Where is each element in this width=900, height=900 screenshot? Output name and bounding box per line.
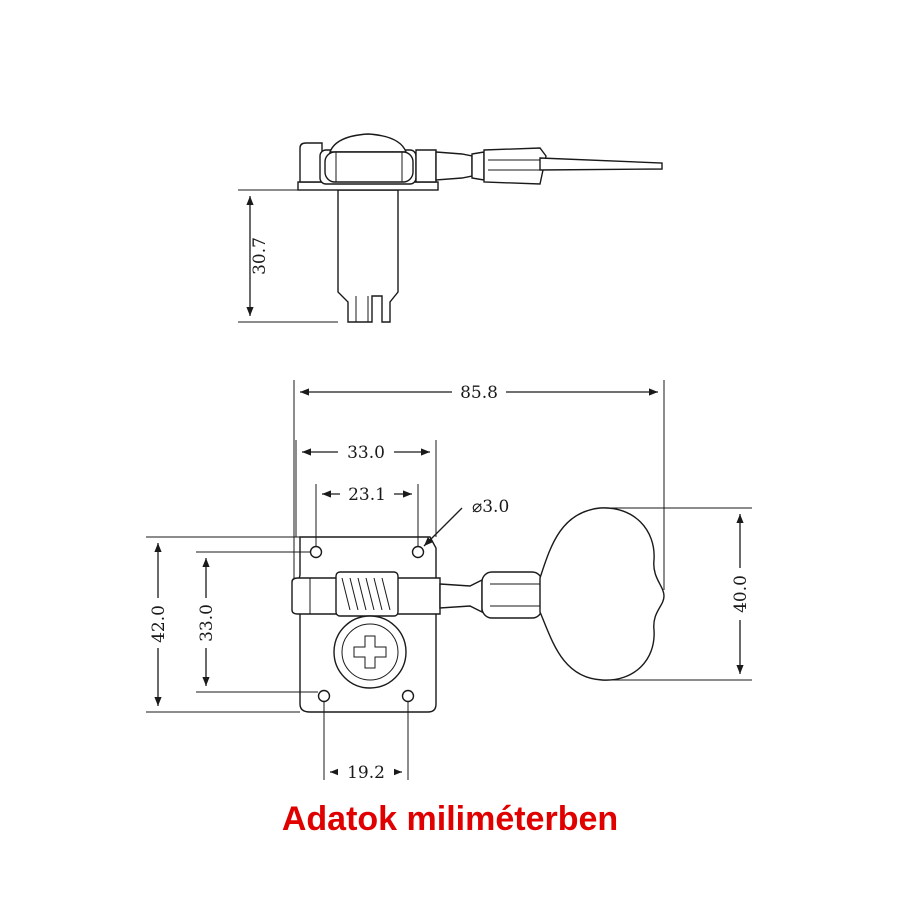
dim-hole-spacing-vertical: 33.0: [194, 551, 318, 693]
side-view-button: [483, 147, 547, 185]
dim-label-hole-spacing-vertical: 33.0: [197, 604, 217, 642]
side-view-gear: [328, 133, 408, 153]
dim-plate-length: 33.0: [295, 440, 437, 537]
dim-label-plate-height: 42.0: [149, 605, 169, 643]
dim-label-hole-diameter: ⌀3.0: [472, 497, 509, 517]
dim-label-button-height: 40.0: [731, 575, 751, 613]
side-view-cap: [299, 142, 323, 183]
dim-label-side-height: 30.7: [250, 237, 270, 275]
dim-label-overall-length: 85.8: [460, 383, 498, 403]
dim-side-height: 30.7: [238, 189, 338, 323]
mounting-hole-bottom-right: [401, 689, 415, 703]
dim-label-hole-spacing-bottom: 19.2: [347, 763, 385, 783]
dim-label-hole-spacing-top: 23.1: [348, 485, 386, 505]
button-collar: [481, 571, 543, 619]
tuning-button: [539, 507, 665, 681]
front-view: [291, 507, 665, 713]
caption-units: Adatok miliméterben: [281, 800, 619, 838]
worm-gear: [335, 571, 399, 617]
side-view: [297, 133, 663, 323]
mounting-hole-top-left: [309, 545, 323, 559]
dim-hole-spacing-top: 23.1: [315, 482, 419, 546]
dim-label-plate-length: 33.0: [347, 443, 385, 463]
dim-hole-diameter: ⌀3.0: [423, 497, 509, 547]
mounting-hole-bottom-left: [317, 689, 331, 703]
mounting-hole-top-right: [411, 545, 425, 559]
dim-plate-height: 42.0: [146, 536, 300, 713]
screw-head: [333, 615, 407, 689]
side-view-post: [337, 189, 399, 323]
dim-button-height: 40.0: [600, 507, 752, 681]
dim-overall-length: 85.8: [293, 380, 665, 590]
dim-hole-spacing-bottom: 19.2: [323, 702, 409, 783]
